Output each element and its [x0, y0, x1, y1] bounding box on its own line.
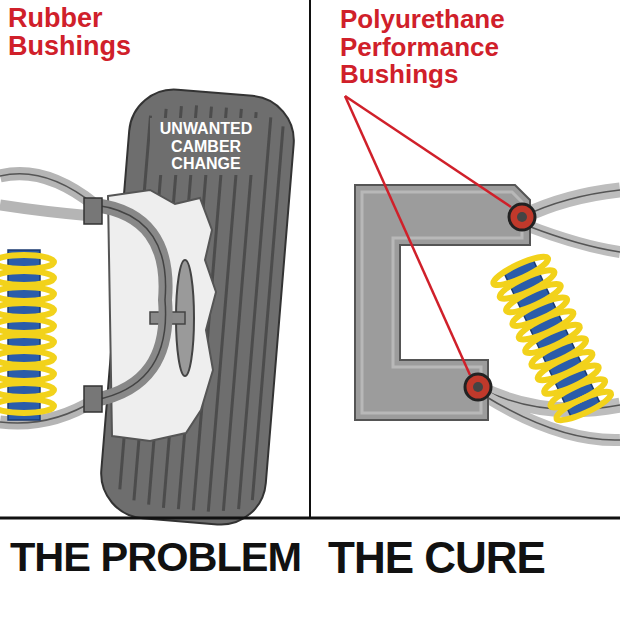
part-label: Polyurethane Performance Bushings: [340, 6, 616, 89]
panel-divider: [309, 0, 311, 518]
caption-rule: [0, 517, 620, 520]
chassis-frame: [355, 185, 530, 420]
right-upper-arm: [522, 190, 620, 217]
panel-caption: THE CURE: [328, 536, 614, 580]
part-label: Rubber Bushings: [8, 4, 168, 61]
left-spring: [0, 250, 54, 420]
right-spring: [491, 252, 614, 425]
left-upper-arm: [0, 174, 95, 205]
callout-label: UNWANTED CAMBER CHANGE: [150, 118, 262, 175]
left-knuckle: [95, 205, 166, 400]
leader-lines: [345, 96, 511, 375]
polyurethane-bushing: [465, 204, 535, 400]
left-tire: [98, 86, 298, 528]
panel-caption: THE PROBLEM: [10, 536, 304, 578]
